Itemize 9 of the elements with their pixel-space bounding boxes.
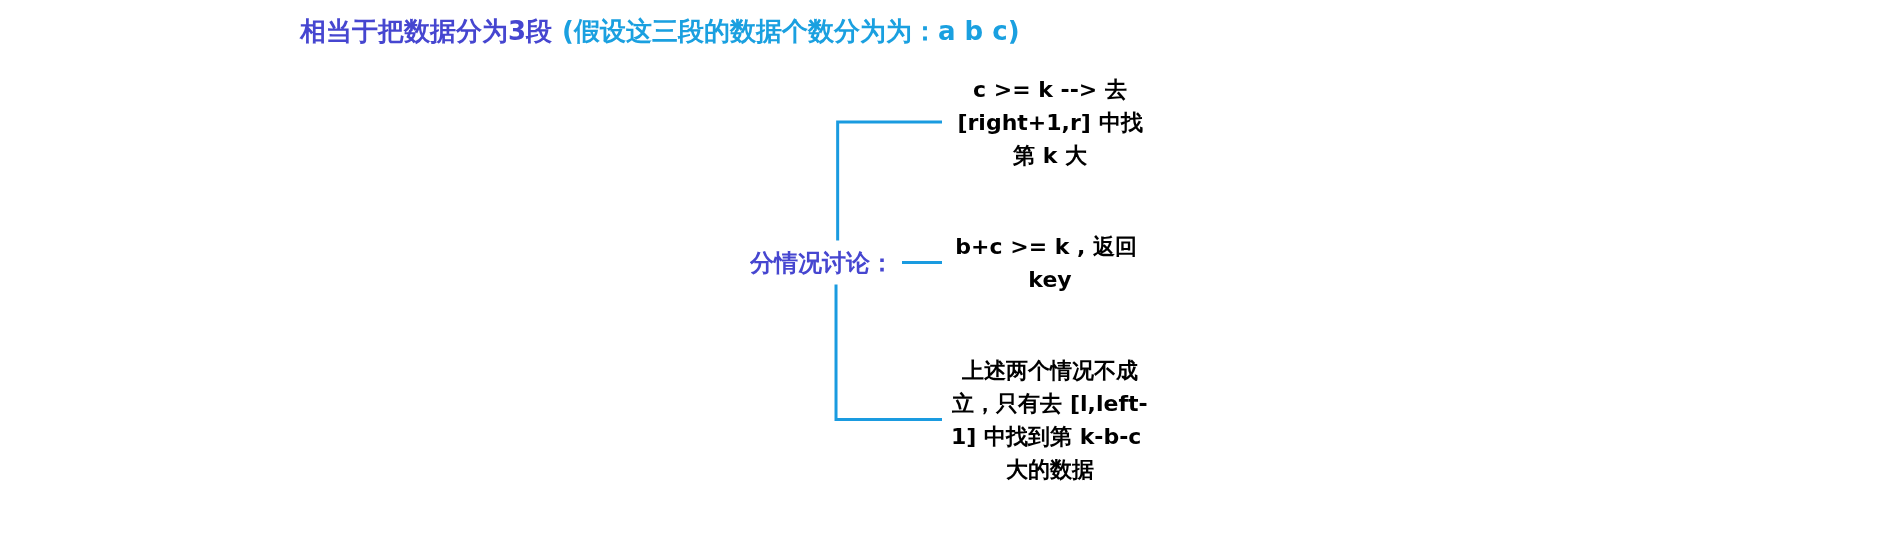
title: 相当于把数据分为3段 bbox=[300, 16, 553, 46]
node-text: 分情况讨论： bbox=[749, 248, 894, 277]
note: (假设这三段的数据个数分为为：a b c) bbox=[562, 16, 1020, 46]
connector bbox=[900, 261, 942, 264]
node-text: c >= k --> 去[right+1,r] 中找第 k 大 bbox=[956, 76, 1143, 168]
connector bbox=[834, 284, 942, 421]
connector bbox=[835, 120, 942, 241]
node-text: b+c >= k , 返回 key bbox=[954, 233, 1137, 292]
node-text: 上述两个情况不成立，只有去 [l,left-1] 中找到第 k-b-c 大的数据 bbox=[950, 357, 1148, 482]
